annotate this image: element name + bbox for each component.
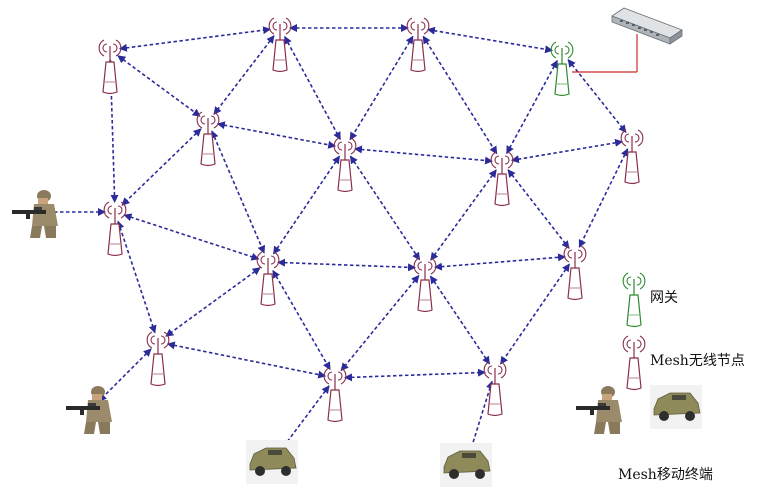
legend-mesh-node-icon [622, 335, 646, 391]
mesh-link [216, 121, 337, 149]
legend-gateway-icon [622, 272, 646, 328]
mesh-node-icon [620, 129, 644, 185]
legend-mesh-node-label: Mesh无线节点 [650, 353, 745, 369]
soldier-icon [12, 190, 58, 238]
legend-gateway-label: 网关 [650, 290, 678, 306]
mesh-node-icon [103, 201, 127, 257]
mesh-link [117, 55, 201, 117]
legend-soldier-icon [576, 386, 622, 434]
mesh-link [510, 138, 624, 164]
mesh-node-icon [406, 17, 430, 73]
legend-vehicle-icon [650, 385, 702, 429]
mesh-link [422, 35, 498, 155]
mesh-link [354, 145, 493, 165]
mesh-link [340, 274, 420, 372]
soldier-icon [66, 386, 112, 434]
mesh-link [277, 258, 416, 272]
mesh-link [434, 253, 566, 271]
mesh-link [567, 59, 627, 133]
armored-vehicle-icon [440, 443, 492, 487]
network-switch-icon [611, 7, 683, 45]
mesh-node-icon [146, 331, 170, 387]
mesh-links [47, 24, 629, 457]
mesh-node-icon [333, 137, 357, 193]
terminal-link [98, 348, 152, 402]
mesh-link [349, 155, 421, 261]
mesh-link [349, 35, 414, 141]
mesh-link [272, 269, 331, 371]
mesh-link [500, 263, 570, 365]
mesh-link [506, 59, 558, 155]
mesh-node-icon [256, 251, 280, 307]
mesh-node-icon [268, 17, 292, 73]
mesh-link [429, 275, 491, 365]
mesh-link [507, 169, 570, 249]
mesh-node-icon [196, 111, 220, 167]
mesh-link [116, 220, 157, 334]
terminal-link [467, 380, 494, 457]
legend-mobile-terminal-label: Mesh移动终端 [618, 467, 713, 483]
mesh-link [166, 341, 327, 379]
mesh-link [578, 148, 629, 248]
mesh-node-icon [483, 361, 507, 417]
mesh-node-icon [490, 151, 514, 207]
mobile-terminals [12, 190, 492, 487]
mesh-link [213, 35, 275, 115]
mesh-node-icon [98, 39, 122, 95]
mesh-link [123, 213, 260, 261]
mesh-link [430, 169, 497, 261]
mesh-link [210, 130, 266, 254]
mesh-nodes [98, 17, 644, 423]
terminal-link [277, 385, 330, 455]
mesh-link [118, 26, 272, 52]
mesh-node-icon [413, 257, 437, 313]
mesh-link [272, 155, 341, 255]
mesh-link [284, 35, 341, 141]
mesh-link [344, 368, 486, 382]
mesh-link [121, 128, 202, 206]
mesh-link [426, 26, 554, 54]
mesh-node-icon [323, 367, 347, 423]
armored-vehicle-icon [246, 440, 298, 484]
mesh-link [165, 267, 261, 337]
gateway-node-icon [550, 41, 574, 97]
mesh-node-icon [563, 245, 587, 301]
